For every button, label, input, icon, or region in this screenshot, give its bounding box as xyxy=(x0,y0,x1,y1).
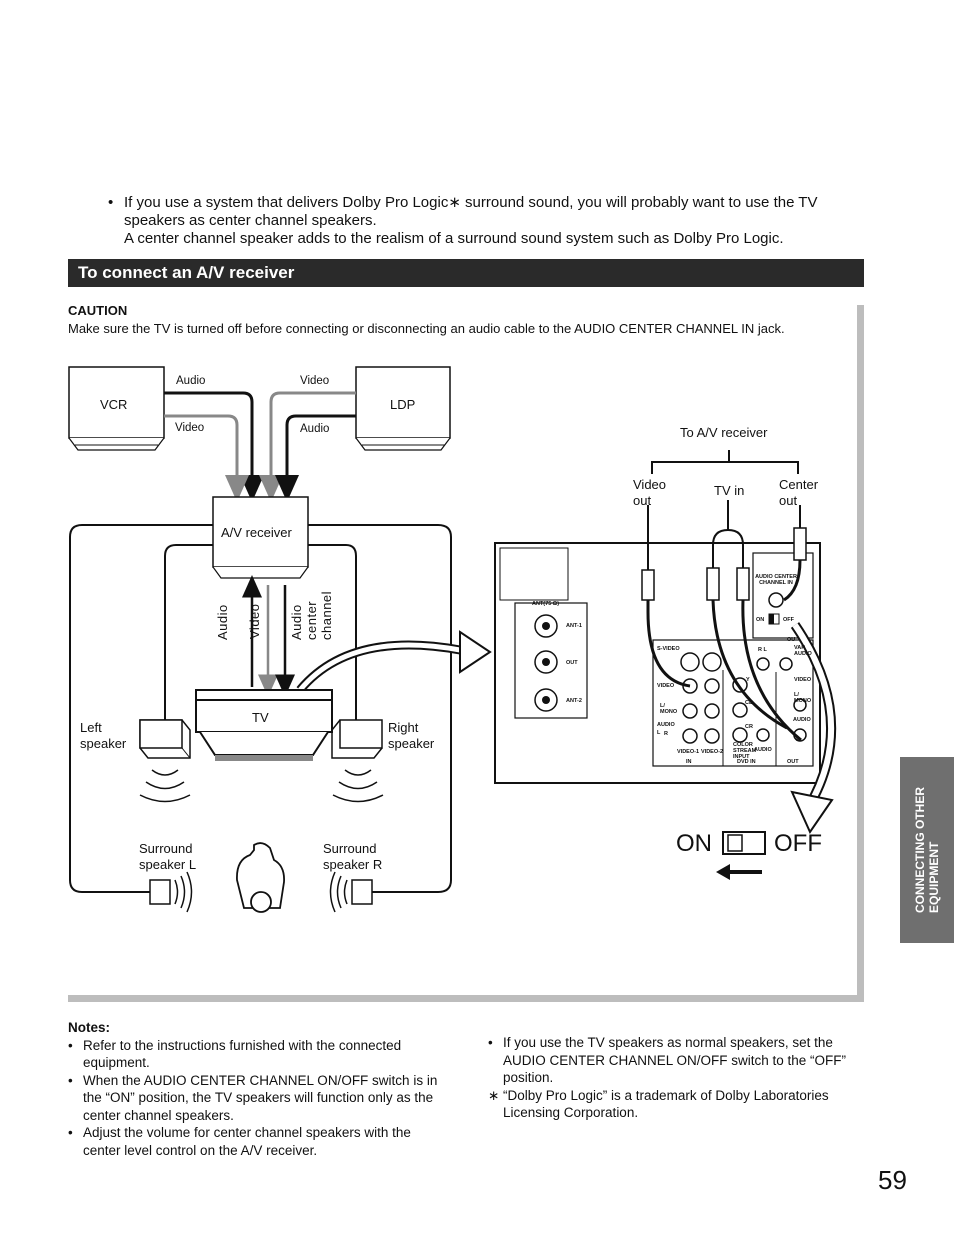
right-speaker xyxy=(331,719,384,803)
panel-ant1-label: ANT-1 xyxy=(566,623,582,629)
notes-right: If you use the TV speakers as normal spe… xyxy=(488,1034,868,1122)
panel-lmono-label: L/MONO xyxy=(660,703,678,715)
to-av-receiver-label: To A/V receiver xyxy=(680,425,768,440)
panel-audio-r-label: AUDIO xyxy=(793,717,811,723)
side-tab-line-2: EQUIPMENT xyxy=(927,841,941,913)
on-off-switch xyxy=(716,831,766,880)
intro-line-1: If you use a system that delivers Dolby … xyxy=(124,194,818,229)
vcr-device xyxy=(68,366,165,451)
panel-ant75-label: ANT(75 Ω) xyxy=(532,601,560,607)
panel-lmono-r-label: L/MONO xyxy=(794,692,812,704)
panel-on-label: ON xyxy=(756,617,765,623)
panel-video-r-label: VIDEO xyxy=(794,677,812,683)
cable-center-label-2: center xyxy=(304,600,319,640)
switch-off-label: OFF xyxy=(774,830,822,857)
ldp-audio-label: Audio xyxy=(300,423,330,435)
intro-line-2: A center channel speaker adds to the rea… xyxy=(124,230,784,247)
panel-svideo-label: S-VIDEO xyxy=(657,646,680,652)
ldp-video-label: Video xyxy=(300,375,330,387)
panel-ou-label: OU xyxy=(787,637,796,643)
chapter-side-tab: CONNECTING OTHER EQUIPMENT xyxy=(900,757,954,943)
panel-r-label: R xyxy=(664,731,668,737)
notes-title: Notes: xyxy=(68,1020,111,1035)
panel-l-label: L xyxy=(657,730,661,736)
vcr-label: VCR xyxy=(100,397,128,412)
av-receiver-label: A/V receiver xyxy=(221,525,292,540)
panel-audio2-label: AUDIO xyxy=(754,747,772,753)
frame-bottom-border xyxy=(68,995,864,1002)
av-receiver-device xyxy=(212,496,309,579)
panel-rl-label: R L xyxy=(758,647,767,653)
panel-y-label: Y xyxy=(746,677,750,683)
switch-on-label: ON xyxy=(676,830,712,857)
panel-out-label: OUT xyxy=(566,660,578,666)
cable-video-label: Video xyxy=(247,603,262,639)
panel-cb-label: CB xyxy=(745,700,753,706)
tv-in-label: TV in xyxy=(714,483,745,498)
panel-video1-label: VIDEO-1 xyxy=(677,749,700,755)
trademark-note: “Dolby Pro Logic” is a trademark of Dolb… xyxy=(488,1087,868,1122)
listener-figure xyxy=(236,842,285,913)
note-item-right: If you use the TV speakers as normal spe… xyxy=(488,1034,868,1087)
vcr-audio-label: Audio xyxy=(176,375,206,387)
panel-r2-label: R xyxy=(796,737,800,743)
caution-title: CAUTION xyxy=(68,303,128,318)
cable-audio-label: Audio xyxy=(215,604,230,640)
panel-ant2-label: ANT-2 xyxy=(566,698,582,704)
tv-device xyxy=(195,689,333,761)
panel-video2-label: VIDEO-2 xyxy=(701,749,724,755)
panel-video-label: VIDEO xyxy=(657,683,675,689)
vcr-video-label: Video xyxy=(175,422,205,434)
intro-paragraph: • If you use a system that delivers Dolb… xyxy=(108,194,878,248)
panel-dvd-in-label: DVD IN xyxy=(737,759,756,765)
side-tab-line-1: CONNECTING OTHER xyxy=(913,787,927,913)
panel-audio-label: AUDIO xyxy=(657,722,675,728)
surround-speaker-right xyxy=(329,871,373,913)
panel-off-label: OFF xyxy=(783,617,794,623)
panel-in-label: IN xyxy=(686,759,692,765)
page-number: 59 xyxy=(878,1165,907,1195)
note-item: When the AUDIO CENTER CHANNEL ON/OFF swi… xyxy=(68,1072,448,1125)
ldp-label: LDP xyxy=(390,397,416,412)
surround-speaker-left xyxy=(149,871,193,913)
section-title: To connect an A/V receiver xyxy=(78,263,295,282)
ldp-device xyxy=(355,366,451,451)
caution-text: Make sure the TV is turned off before co… xyxy=(68,321,785,336)
notes-left: Notes: Refer to the instructions furnish… xyxy=(68,1019,448,1159)
intro-bullet: • xyxy=(108,194,114,211)
note-item: Refer to the instructions furnished with… xyxy=(68,1037,448,1072)
panel-cr-label: CR xyxy=(745,724,753,730)
section-title-bar: To connect an A/V receiver xyxy=(68,259,864,287)
left-speaker xyxy=(139,719,191,803)
frame-right-border xyxy=(857,305,864,1001)
tv-label: TV xyxy=(252,710,269,725)
cable-center-label-3: channel xyxy=(319,590,334,640)
panel-out2-label: OUT xyxy=(787,759,799,765)
cable-center-label-1: Audio xyxy=(289,604,304,640)
note-item: Adjust the volume for center channel spe… xyxy=(68,1124,448,1159)
